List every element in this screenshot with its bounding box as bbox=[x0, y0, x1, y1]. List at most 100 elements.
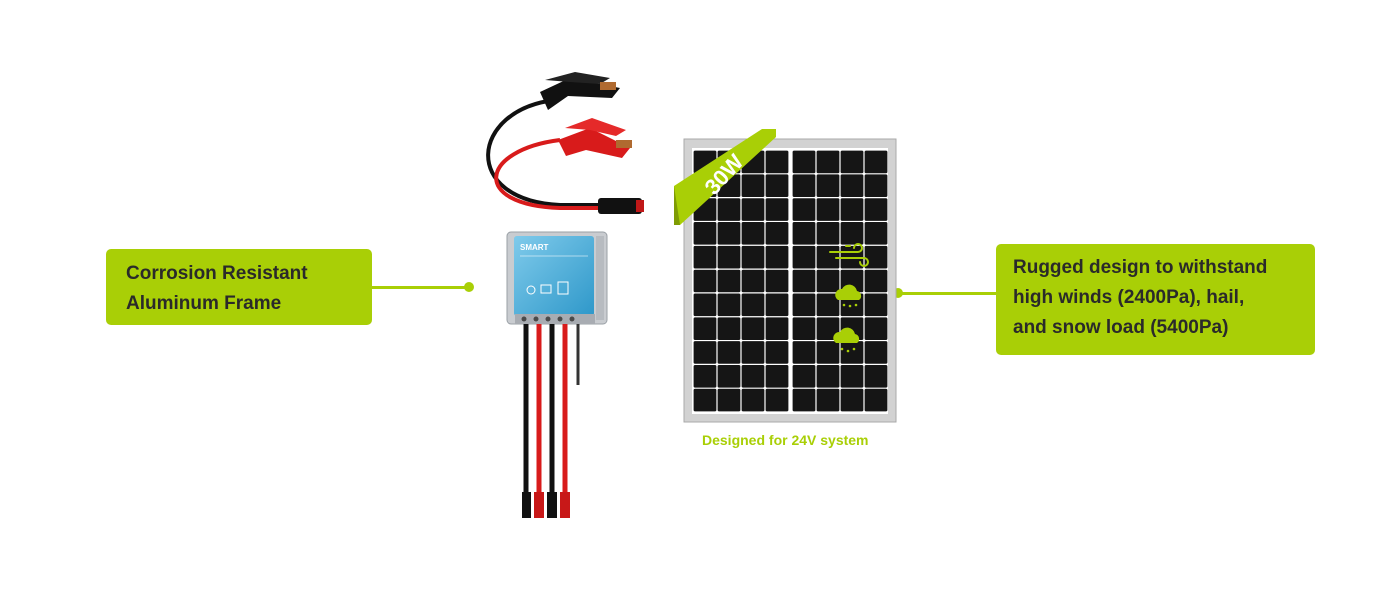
solar-cell bbox=[792, 245, 816, 269]
solar-cell bbox=[864, 174, 888, 198]
solar-cell bbox=[717, 198, 741, 221]
solar-cell bbox=[864, 150, 888, 174]
solar-cell bbox=[864, 293, 888, 317]
solar-cell bbox=[717, 388, 741, 412]
frame-callout-connector bbox=[372, 286, 470, 289]
solar-cell bbox=[840, 388, 864, 412]
battery-clip-cables bbox=[486, 72, 644, 214]
solar-cell bbox=[741, 293, 765, 317]
solar-panel: 30W bbox=[674, 129, 897, 423]
solar-cell bbox=[693, 388, 717, 412]
solar-cell bbox=[816, 150, 840, 174]
snow-cloud-icon bbox=[833, 327, 860, 353]
solar-cell bbox=[792, 150, 816, 174]
solar-cell bbox=[765, 341, 789, 364]
solar-cell bbox=[693, 245, 717, 269]
solar-cell bbox=[765, 150, 789, 174]
solar-cell bbox=[840, 150, 864, 174]
solar-cell bbox=[717, 364, 741, 388]
solar-cell bbox=[792, 388, 816, 412]
solar-cell bbox=[693, 269, 717, 293]
solar-cell bbox=[864, 317, 888, 340]
solar-cell bbox=[765, 198, 789, 221]
solar-cell bbox=[816, 341, 840, 364]
solar-cell bbox=[717, 269, 741, 293]
solar-cell bbox=[864, 388, 888, 412]
solar-cell bbox=[717, 341, 741, 364]
solar-cell bbox=[816, 222, 840, 245]
solar-cell bbox=[693, 364, 717, 388]
solar-cell bbox=[816, 198, 840, 221]
solar-cell bbox=[840, 222, 864, 245]
panel-cells bbox=[693, 150, 888, 412]
solar-cell bbox=[816, 293, 840, 317]
solar-cell bbox=[840, 341, 864, 364]
solar-cell bbox=[741, 341, 765, 364]
frame-callout-line-1: Corrosion Resistant bbox=[126, 263, 308, 284]
solar-cell bbox=[741, 174, 765, 198]
durability-callout-line-2: high winds (2400Pa), hail, bbox=[1013, 287, 1245, 308]
solar-cell bbox=[840, 198, 864, 221]
solar-cell bbox=[864, 269, 888, 293]
solar-cell bbox=[765, 388, 789, 412]
solar-cell bbox=[741, 198, 765, 221]
solar-cell bbox=[792, 293, 816, 317]
solar-icon bbox=[557, 281, 569, 295]
solar-cell bbox=[765, 222, 789, 245]
frame-callout-dot bbox=[464, 282, 474, 292]
battery-icon bbox=[540, 284, 552, 294]
solar-cell bbox=[765, 245, 789, 269]
solar-cell bbox=[864, 341, 888, 364]
solar-cell bbox=[717, 293, 741, 317]
wattage-badge: 30W bbox=[674, 129, 776, 225]
charge-controller: SMART bbox=[506, 231, 608, 518]
solar-cell bbox=[693, 341, 717, 364]
solar-cell bbox=[765, 317, 789, 340]
solar-cell bbox=[792, 174, 816, 198]
solar-cell bbox=[741, 364, 765, 388]
durability-callout-connector bbox=[898, 292, 996, 295]
wind-icon bbox=[829, 243, 869, 267]
solar-cell bbox=[741, 245, 765, 269]
solar-cell bbox=[816, 388, 840, 412]
solar-cell bbox=[792, 317, 816, 340]
black-alligator-clip bbox=[540, 72, 620, 110]
solar-cell bbox=[717, 317, 741, 340]
frame-callout: Corrosion Resistant Aluminum Frame bbox=[106, 249, 372, 325]
solar-cell bbox=[864, 222, 888, 245]
solar-cell bbox=[864, 245, 888, 269]
solar-cell bbox=[741, 388, 765, 412]
solar-cell bbox=[765, 174, 789, 198]
frame-callout-line-2: Aluminum Frame bbox=[126, 293, 282, 314]
solar-cell bbox=[741, 317, 765, 340]
durability-callout-line-3: and snow load (5400Pa) bbox=[1013, 317, 1229, 338]
durability-callout-line-1: Rugged design to withstand bbox=[1013, 257, 1268, 278]
solar-cell bbox=[693, 293, 717, 317]
bulb-icon bbox=[526, 285, 536, 295]
red-alligator-clip bbox=[558, 118, 632, 158]
solar-cell bbox=[765, 364, 789, 388]
controller-brand: SMART bbox=[520, 243, 549, 252]
solar-cell bbox=[792, 269, 816, 293]
solar-cell bbox=[840, 174, 864, 198]
solar-cell bbox=[840, 364, 864, 388]
solar-cell bbox=[816, 364, 840, 388]
solar-cell bbox=[792, 364, 816, 388]
panel-caption: Designed for 24V system bbox=[702, 432, 869, 448]
controller-wires bbox=[523, 324, 580, 500]
solar-cell bbox=[816, 269, 840, 293]
durability-callout-dot bbox=[893, 288, 903, 298]
solar-cell bbox=[765, 269, 789, 293]
solar-cell bbox=[864, 198, 888, 221]
solar-cell bbox=[816, 317, 840, 340]
solar-cell bbox=[741, 269, 765, 293]
solar-cell bbox=[792, 198, 816, 221]
solar-cell bbox=[717, 222, 741, 245]
solar-cell bbox=[792, 341, 816, 364]
solar-cell bbox=[693, 317, 717, 340]
solar-cell bbox=[792, 222, 816, 245]
cable-plug bbox=[598, 198, 642, 214]
solar-cell bbox=[765, 293, 789, 317]
solar-cell bbox=[741, 222, 765, 245]
